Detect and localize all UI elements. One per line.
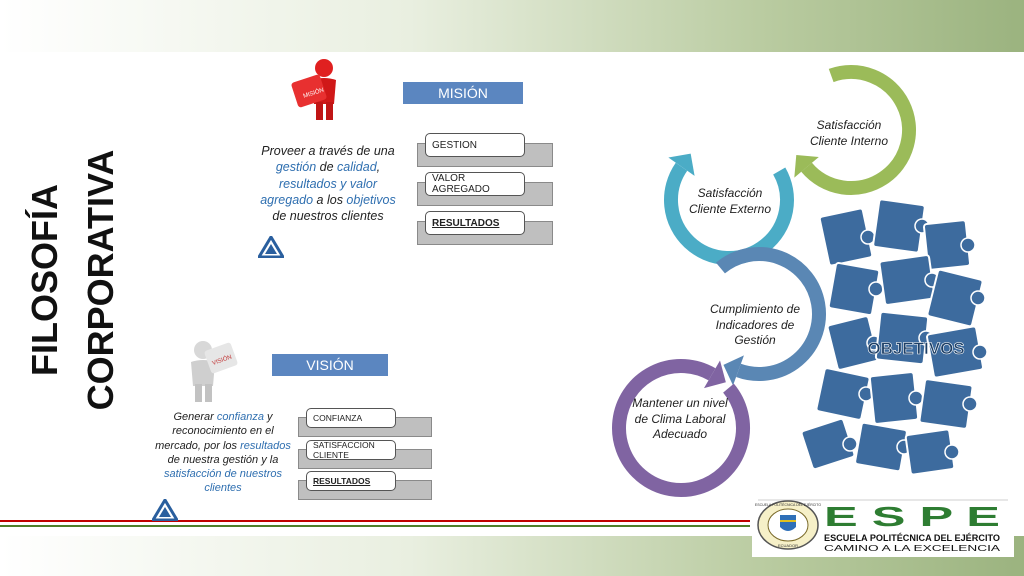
cycle-ring-1 xyxy=(801,65,916,195)
cycle-graphic: OBJETIVOS xyxy=(612,65,988,497)
vision-text-part: resultados xyxy=(240,439,291,452)
mision-text-part: de xyxy=(316,160,338,175)
puzzle-knob xyxy=(970,290,986,306)
espe-line-2: CAMINO A LA EXCELENCIA xyxy=(824,544,1001,553)
cycle-stage-1-label: Satisfacción Cliente Interno xyxy=(809,118,889,148)
mision-text-part: a los xyxy=(313,192,347,207)
cycle-ring-4 xyxy=(612,359,750,497)
espe-logo: ESCUELA POLITÉCNICA DEL EJÉRCITO ECUADOR… xyxy=(752,497,1014,557)
mision-item-label: VALOR AGREGADO xyxy=(425,172,525,196)
triangle-logo-icon xyxy=(258,236,284,258)
vision-text-part: y reconocimiento en el mercado, por los xyxy=(155,411,274,452)
espe-letters: E S P E xyxy=(824,501,1000,532)
cycle-arrow-head-4 xyxy=(704,360,726,389)
mision-text-part: Proveer a través de una xyxy=(261,144,395,158)
vision-text-part: confianza xyxy=(216,411,264,423)
slide-title: FILOSOFÍA CORPORATIVA xyxy=(24,150,120,411)
vision-item-confianza: CONFIANZA xyxy=(298,408,432,438)
title-line-1: FILOSOFÍA xyxy=(24,184,65,376)
mision-text-part: calidad xyxy=(337,160,377,175)
objectives-cycle-diagram: OBJETIVOS Satisfacción Cliente Interno S… xyxy=(596,52,1024,512)
green-stripe xyxy=(0,525,750,527)
triangle-logo-icon xyxy=(152,499,178,521)
puzzle-label: OBJETIVOS xyxy=(867,339,964,358)
seal-bottom-text: ECUADOR xyxy=(778,543,798,548)
mision-text-part: objetivos xyxy=(346,192,396,207)
cycle-stage-4-label: Mantener un nivel de Clima Laboral Adecu… xyxy=(632,396,728,442)
mision-text-part: de nuestros clientes xyxy=(272,209,384,223)
top-gradient-bar xyxy=(0,0,1024,52)
cycle-rings xyxy=(612,65,916,497)
vision-figure-icon: VISIÓN xyxy=(191,341,238,402)
puzzle-knob xyxy=(944,444,960,460)
mision-item-label: RESULTADOS xyxy=(425,211,525,235)
white-stripe xyxy=(0,523,750,524)
espe-seal-icon: ESCUELA POLITÉCNICA DEL EJÉRCITO ECUADOR xyxy=(755,500,821,550)
vision-text-part: satisfacción de nuestros clientes xyxy=(163,468,282,495)
puzzle-knob xyxy=(962,396,978,412)
mision-heading: MISIÓN xyxy=(403,82,523,104)
title-line-2: CORPORATIVA xyxy=(80,150,120,411)
mision-item-resultados: RESULTADOS xyxy=(417,211,553,245)
mision-text-part: resultados y valor agregado xyxy=(260,176,377,207)
puzzle-pieces xyxy=(800,198,988,476)
mision-text-part: , xyxy=(376,160,381,175)
mision-figure-icon: MISIÓN xyxy=(291,59,336,120)
mision-item-gestion: GESTION xyxy=(417,133,553,167)
cycle-stage-2-label: Satisfacción Cliente Externo xyxy=(688,186,772,216)
espe-logo-graphic: ESCUELA POLITÉCNICA DEL EJÉRCITO ECUADOR… xyxy=(752,497,1014,557)
puzzle-knob xyxy=(908,390,924,406)
vision-item-label: CONFIANZA xyxy=(306,408,396,428)
puzzle-knob xyxy=(972,344,988,360)
red-stripe xyxy=(0,520,750,522)
puzzle-knob xyxy=(842,436,858,452)
vision-item-satisfaccion-cliente: SATISFACCION CLIENTE xyxy=(298,440,432,470)
vision-item-label: SATISFACCION CLIENTE xyxy=(306,440,396,460)
mision-text-part: gestión xyxy=(275,160,317,175)
cycle-arrow-head-2 xyxy=(668,153,695,176)
vision-text-part: de nuestra gestión y la xyxy=(167,453,279,466)
cycle-arrow-head-1 xyxy=(794,155,819,178)
vision-item-resultados: RESULTADOS xyxy=(298,471,432,501)
puzzle-knob xyxy=(868,281,884,297)
puzzle-knob xyxy=(960,237,976,253)
vision-heading: VISIÓN xyxy=(272,354,388,376)
vision-item-label: RESULTADOS xyxy=(306,471,396,491)
espe-line-1: ESCUELA POLITÉCNICA DEL EJÉRCITO xyxy=(824,533,1000,543)
mision-description: Proveer a través de una gestión de calid… xyxy=(258,143,398,224)
cycle-stage-3-label: Cumplimiento de Indicadores de Gestión xyxy=(709,302,801,348)
cycle-ring-3 xyxy=(715,247,826,381)
mision-item-valor-agregado: VALOR AGREGADO xyxy=(417,172,553,206)
cycle-arrow-head-3 xyxy=(723,355,744,386)
vision-text-part: Generar xyxy=(173,411,217,423)
mision-item-label: GESTION xyxy=(425,133,525,157)
seal-ring-text: ESCUELA POLITÉCNICA DEL EJÉRCITO xyxy=(755,502,821,507)
vision-description: Generar confianza y reconocimiento en el… xyxy=(150,410,296,496)
